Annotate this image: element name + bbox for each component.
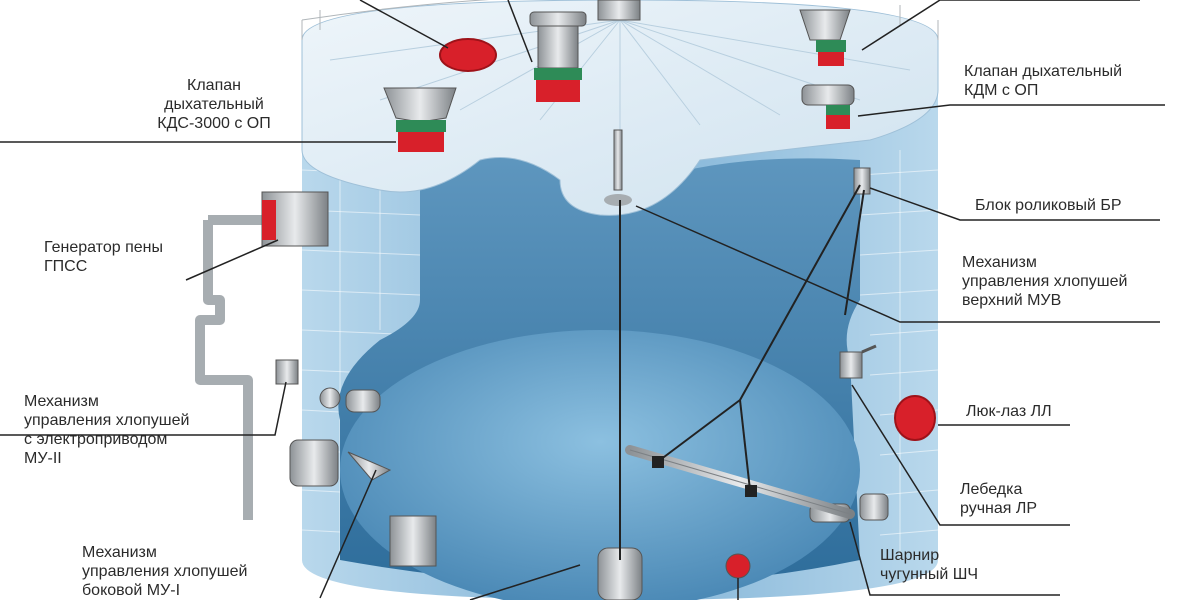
kds-valve-icon bbox=[383, 87, 457, 152]
roof-railing bbox=[301, 0, 939, 40]
foam-generator-icon bbox=[195, 191, 329, 520]
label-manhole: Люк-лаз ЛЛ bbox=[966, 403, 1052, 420]
label-foam-generator: Генератор пены ГПСС bbox=[44, 239, 163, 275]
top-right-valve-icon bbox=[799, 9, 851, 66]
hand-winch-icon bbox=[839, 344, 877, 379]
top-partial-valve-icon bbox=[597, 0, 641, 21]
side-mechanism-icon bbox=[289, 439, 437, 567]
label-roller-block: Блок роликовый БР bbox=[975, 197, 1122, 214]
tank-floor bbox=[340, 330, 860, 600]
top-center-valve-icon bbox=[529, 11, 587, 102]
label-breather-kds: Клапан дыхательный КДС-3000 с ОП bbox=[157, 77, 271, 132]
upper-mechanism-icon bbox=[604, 129, 632, 206]
leader-lines bbox=[0, 0, 1165, 600]
label-side-control: Механизм управления хлопушей боковой МУ-… bbox=[82, 544, 248, 599]
manhole-icon bbox=[894, 395, 936, 441]
roof-hatch-icon bbox=[439, 38, 497, 72]
label-breather-kdm: Клапан дыхательный КДМ с ОП bbox=[964, 63, 1123, 99]
label-electric-control: Механизм управления хлопушей с электропр… bbox=[24, 393, 190, 467]
label-hand-winch: Лебедка ручная ЛР bbox=[960, 481, 1038, 517]
label-hinge: Шарнир чугунный ШЧ bbox=[880, 547, 979, 583]
label-upper-control: Механизм управления хлопушей верхний МУВ bbox=[962, 254, 1128, 309]
cables bbox=[619, 184, 865, 560]
electric-mechanism-icon bbox=[275, 359, 381, 413]
kdm-valve-icon bbox=[801, 84, 855, 129]
